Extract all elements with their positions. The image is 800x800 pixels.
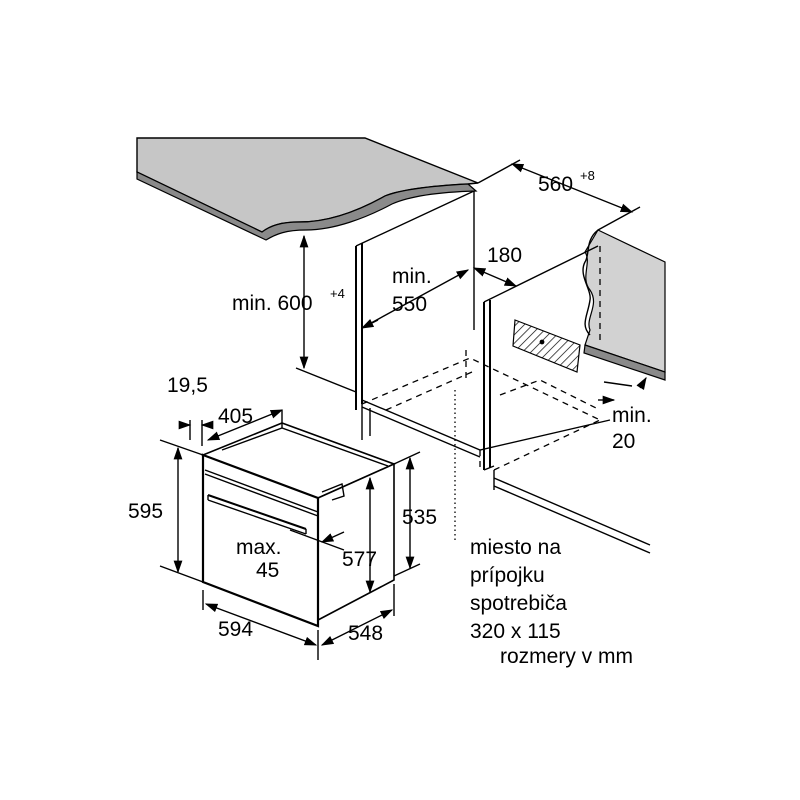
note-connection-2: prípojku	[470, 564, 545, 587]
connection-point	[539, 339, 545, 345]
label-oven-inner-height: 577	[342, 548, 377, 571]
label-side-gap-2: 20	[612, 430, 635, 453]
label-cabinet-height-tol: +4	[330, 286, 345, 301]
label-oven-depth: 548	[348, 622, 383, 645]
dim-oven-body-height	[393, 451, 421, 577]
note-connection-4: 320 x 115	[470, 620, 561, 643]
dim-rear-gap	[472, 267, 518, 287]
label-oven-height: 595	[128, 500, 163, 523]
dim-oven-height	[159, 439, 204, 583]
label-cabinet-height: min. 600	[232, 292, 313, 315]
label-oven-width: 594	[218, 618, 253, 641]
oven	[200, 422, 397, 628]
label-cabinet-width-tol: +8	[580, 168, 595, 183]
dim-front-offset	[178, 409, 284, 446]
label-oven-body-height: 535	[402, 506, 437, 529]
label-inner-depth-2: 550	[392, 293, 427, 316]
label-handle-2: 45	[256, 559, 279, 582]
dim-handle	[289, 529, 345, 551]
dim-cabinet-width	[477, 159, 641, 231]
label-front-depth: 405	[218, 405, 253, 428]
label-side-gap-1: min.	[612, 404, 652, 427]
dim-inner-depth	[360, 269, 470, 329]
worktop-right	[582, 229, 666, 381]
cabinet-niche	[355, 190, 651, 554]
dim-cabinet-height	[295, 234, 357, 393]
connection-zone	[512, 319, 581, 373]
worktop-left	[136, 137, 479, 241]
label-inner-depth-1: min.	[392, 265, 432, 288]
note-connection-1: miesto na	[470, 536, 561, 559]
dim-side-gap	[598, 376, 647, 405]
label-rear-gap: 180	[487, 244, 522, 267]
label-cabinet-width: 560	[538, 173, 573, 196]
label-front-offset: 19,5	[167, 374, 208, 397]
note-units: rozmery v mm	[500, 645, 633, 668]
dim-oven-width	[202, 590, 319, 660]
label-handle-1: max.	[236, 536, 282, 559]
note-connection-3: spotrebiča	[470, 592, 567, 615]
dim-oven-depth	[320, 584, 395, 646]
